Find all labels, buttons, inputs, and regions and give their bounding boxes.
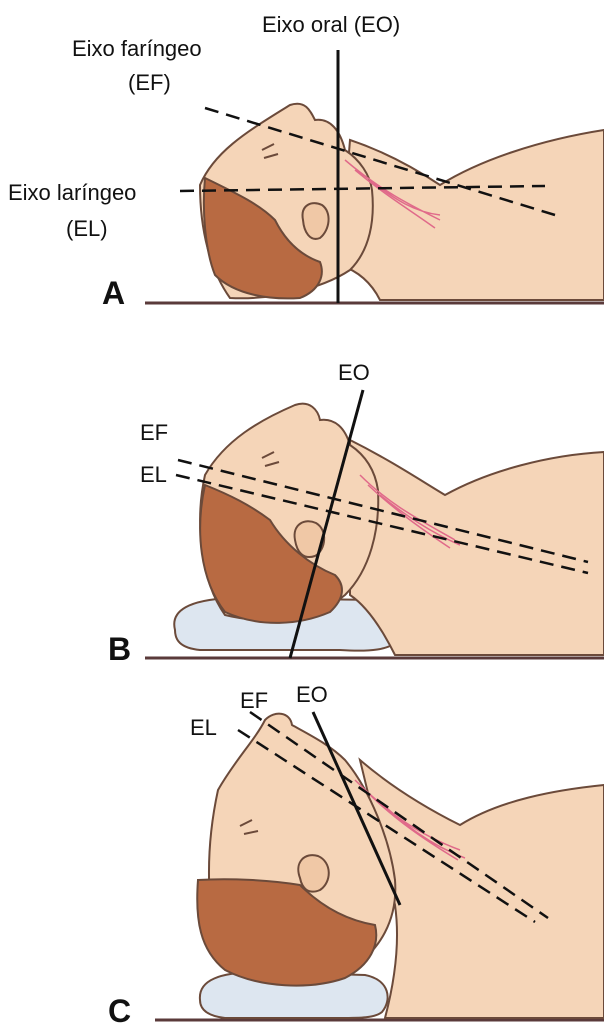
laryngeal-axis-label-line1: Eixo laríngeo bbox=[8, 180, 136, 205]
patient-body bbox=[340, 130, 604, 300]
panel-c: EO EF EL C bbox=[108, 682, 604, 1024]
panel-a: Eixo oral (EO) Eixo faríngeo (EF) Eixo l… bbox=[8, 12, 604, 311]
laryngeal-axis-label-line2: (EL) bbox=[66, 216, 108, 241]
laryngeal-axis-label: EL bbox=[140, 462, 167, 487]
oral-axis-label: EO bbox=[296, 682, 328, 707]
ear bbox=[303, 203, 329, 239]
pharyngeal-axis-label: EF bbox=[240, 688, 268, 713]
oral-axis-label: Eixo oral (EO) bbox=[262, 12, 400, 37]
panel-letter-b: B bbox=[108, 631, 131, 667]
oral-axis-label: EO bbox=[338, 360, 370, 385]
panel-letter-c: C bbox=[108, 993, 131, 1024]
panel-b: EO EF EL B bbox=[108, 360, 604, 667]
pharyngeal-axis-label: EF bbox=[140, 420, 168, 445]
pharyngeal-axis-label-line2: (EF) bbox=[128, 70, 171, 95]
laryngeal-axis-label: EL bbox=[190, 715, 217, 740]
ear bbox=[298, 855, 328, 892]
panel-letter-a: A bbox=[102, 275, 125, 311]
pharyngeal-axis-label-line1: Eixo faríngeo bbox=[72, 36, 202, 61]
